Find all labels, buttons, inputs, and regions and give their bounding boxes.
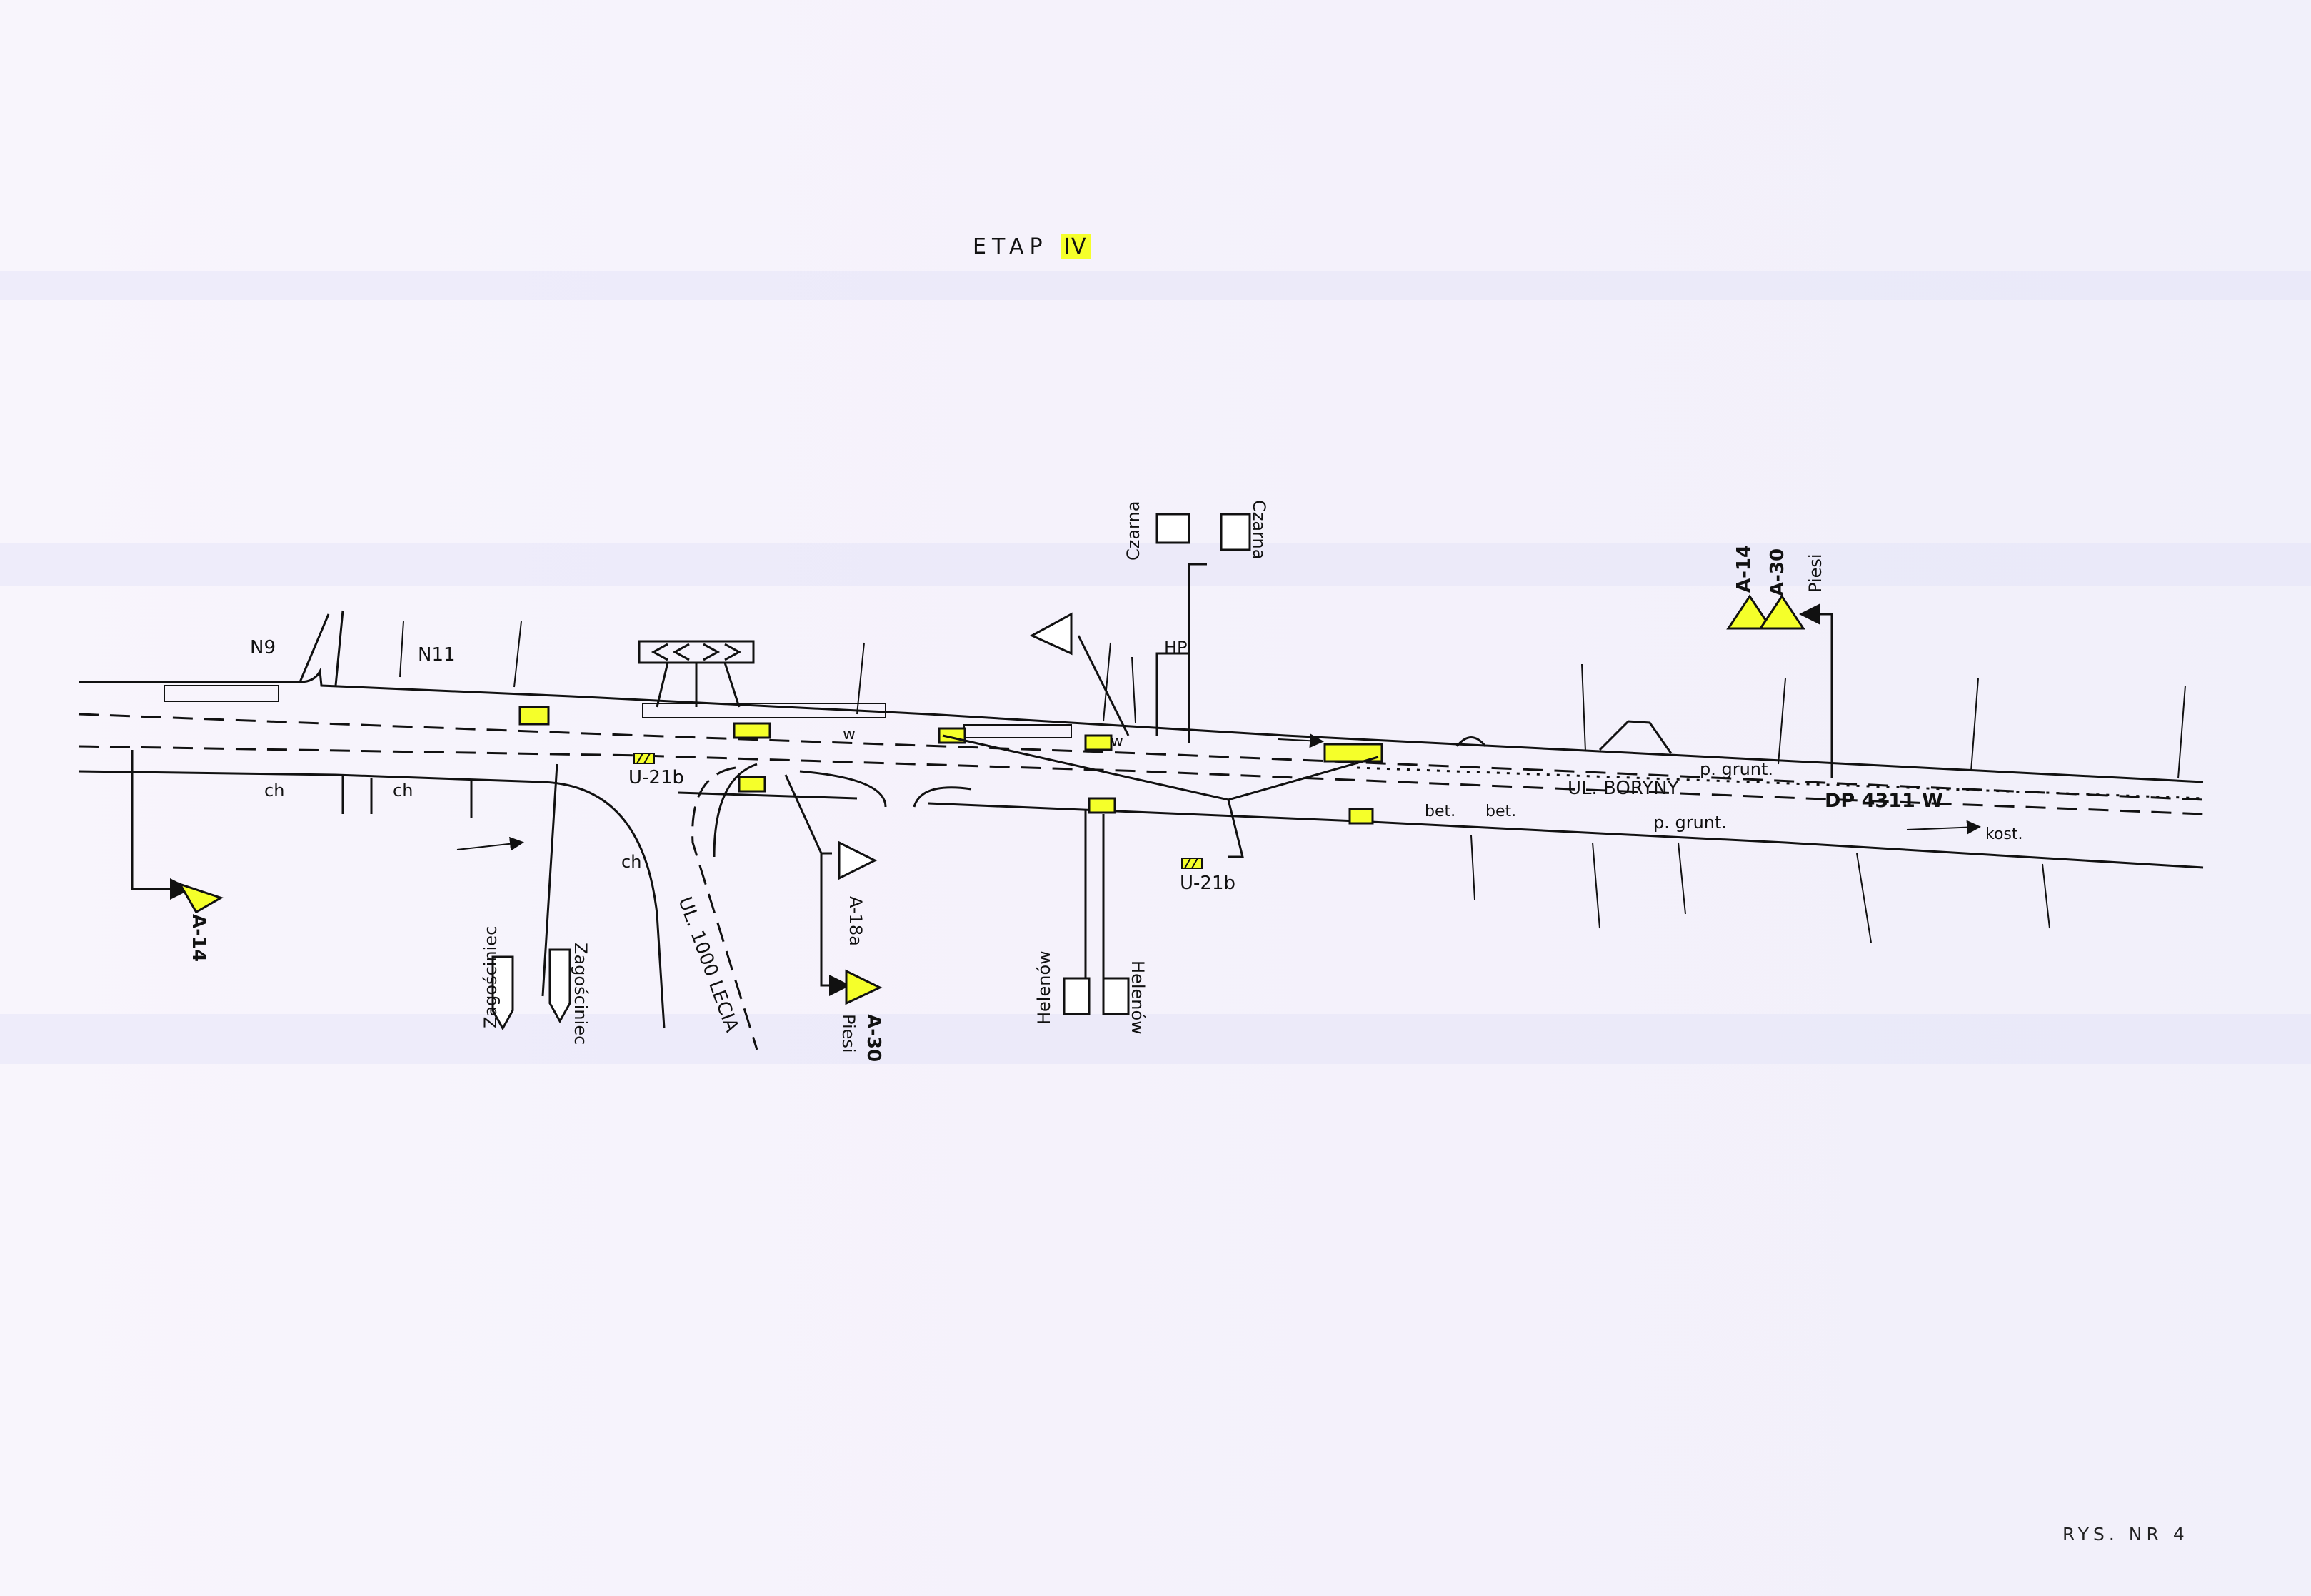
label-czarna-2: Czarna (1249, 500, 1269, 559)
label-a30-right-code: A-30 (1767, 548, 1788, 596)
sign-marker (518, 706, 550, 726)
lane-line-2 (78, 745, 2204, 815)
label-street-boryny: UL. BORYNY (1568, 778, 1679, 799)
label-u21b-left: U-21b (628, 767, 684, 788)
side-street-1000-lecia-axis (691, 766, 758, 1050)
scan-band (0, 1014, 2311, 1064)
stage-title: ETAP IV (973, 234, 1091, 259)
triangle-a14-right (1726, 594, 1773, 630)
label-hp: HP (1164, 638, 1188, 658)
label-n11: N11 (418, 644, 456, 666)
leader-u21b-right (1227, 799, 1244, 858)
lane-line-1 (78, 713, 2204, 801)
label-w-1: w (1111, 733, 1123, 751)
driveway (1455, 736, 1487, 747)
triangle-a18a (838, 840, 878, 880)
flow-arrow (1278, 733, 1324, 748)
label-street-1000-lecia: UL. 1000 LECIA (673, 894, 742, 1035)
triangle-a30-right (1758, 594, 1805, 630)
side-street-1000-lecia-east (713, 763, 758, 858)
direction-plate-zagosciniec-2 (548, 948, 571, 1024)
kerb-curve (799, 770, 887, 808)
label-a14-right: A-14 (1733, 545, 1755, 593)
building-n9 (164, 685, 279, 702)
sign-marker (1348, 808, 1374, 825)
label-ch-2: ch (393, 781, 413, 800)
title-prefix: ETAP (973, 234, 1048, 259)
label-kost: kost. (1985, 825, 2023, 843)
label-a18a: A-18a (846, 896, 866, 946)
label-a14-left: A-14 (188, 914, 209, 962)
direction-plate-czarna-2 (1220, 513, 1251, 551)
label-helenow-2: Helenów (1128, 960, 1148, 1035)
driveway (1598, 720, 1673, 754)
direction-plate-helenow-2 (1102, 977, 1130, 1015)
chevron-leaders (656, 662, 741, 708)
sign-marker (1084, 734, 1113, 751)
drawing-number: RYS. NR 4 (2062, 1524, 2189, 1545)
label-p-grunt-1: p. grunt. (1700, 759, 1773, 779)
sign-marker (1088, 797, 1116, 814)
direction-plate-helenow-1 (1063, 977, 1091, 1015)
leader-czarna (1188, 563, 1207, 743)
label-a30-right-text: Piesi (1805, 553, 1825, 593)
warning-triangle-a14-left (177, 882, 224, 914)
road-axis-dotted (1356, 766, 2204, 800)
label-n9: N9 (250, 637, 276, 658)
label-helenow-1: Helenów (1034, 950, 1054, 1025)
road-edge-south-east (928, 802, 2204, 869)
label-bet-1: bet. (1425, 803, 1455, 820)
kerb-curve (913, 786, 972, 808)
flow-arrow (456, 836, 524, 851)
direction-plate-czarna-1 (1156, 513, 1190, 544)
fence-posts (399, 621, 2186, 779)
label-road-id: DP 4311 W (1825, 790, 1943, 812)
label-p-grunt-2: p. grunt. (1653, 813, 1727, 833)
fence-posts-south (1470, 835, 2050, 943)
triangle-a30-mid (845, 969, 883, 1005)
sign-marker (738, 776, 766, 793)
chevron-board (638, 640, 755, 664)
leader-zagosciniec (541, 763, 558, 997)
label-bet-2: bet. (1485, 803, 1516, 820)
label-zagosciniec-1: Zagościniec (481, 926, 501, 1028)
leader-a30-right (1799, 603, 1833, 778)
sign-marker (733, 722, 771, 739)
label-a30-mid-text: Piesi (838, 1014, 858, 1053)
road-edge-south-mid (678, 791, 858, 800)
flow-arrow (1906, 820, 1981, 835)
scan-band (0, 271, 2311, 300)
road-edge-north (79, 667, 2204, 783)
label-w-2: w (843, 726, 856, 743)
label-zagosciniec-2: Zagościniec (571, 943, 591, 1045)
plot-line (334, 610, 344, 686)
leader-a14-left (131, 750, 191, 900)
plot-line (299, 613, 330, 683)
title-stage: IV (1061, 234, 1091, 259)
leader-a1 (1077, 635, 1130, 736)
leader-a18a (784, 774, 832, 855)
label-a30-mid-code: A-30 (863, 1014, 884, 1062)
road-edge-south-west (78, 770, 543, 783)
chevron-arrows (651, 643, 742, 661)
label-czarna-1: Czarna (1123, 501, 1143, 561)
building-row (963, 724, 1072, 738)
label-u21b-right: U-21b (1180, 873, 1235, 894)
leader-hp (1156, 652, 1189, 736)
triangle-a1 (1029, 612, 1073, 656)
side-street-1000-lecia-west (542, 781, 666, 1029)
scan-band (0, 543, 2311, 586)
label-ch-3: ch (621, 852, 641, 872)
label-ch-1: ch (264, 781, 284, 800)
leader-a30-mid (820, 853, 851, 996)
direction-plate-zagosciniec-1 (491, 955, 514, 1031)
building-row (642, 703, 886, 718)
